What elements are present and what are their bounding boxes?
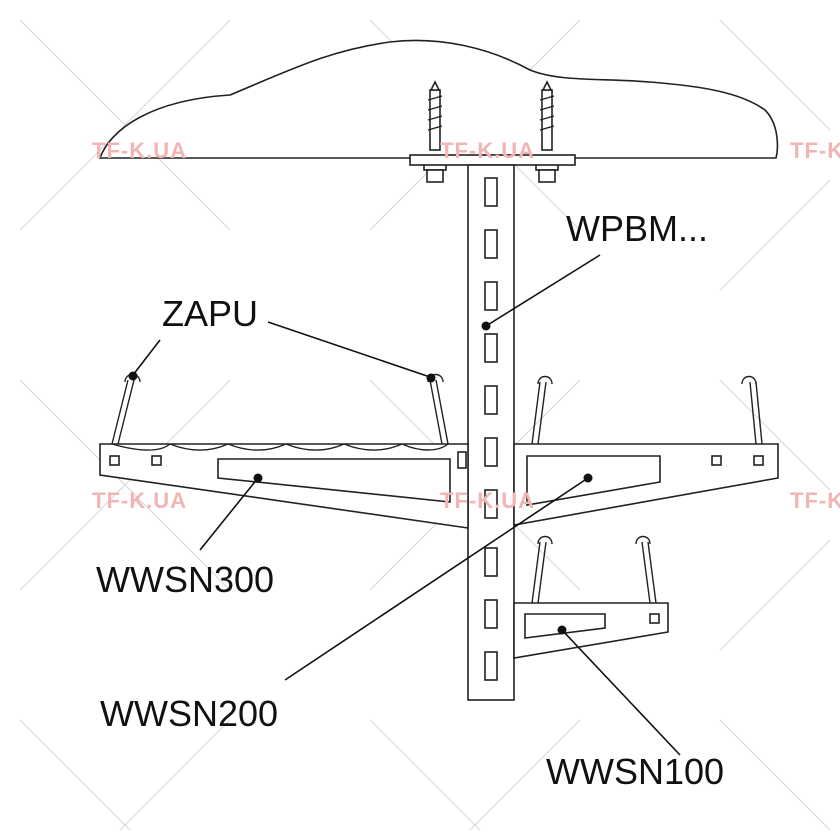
anchor-bolt-right <box>535 80 559 183</box>
leader-wpbm <box>481 254 601 331</box>
watermark-text: TF-K.UA <box>92 138 187 163</box>
cable-tray-right <box>531 375 763 445</box>
label-wpbm: WPBM... <box>566 208 708 249</box>
bracket-wwsn100 <box>513 602 669 659</box>
watermark-text: TF-K.UA <box>790 488 840 513</box>
watermarks: TF-K.UA TF-K.UA TF-K.UA TF-K.UA TF-K.UA … <box>92 138 840 513</box>
label-wwsn300: WWSN300 <box>96 559 274 600</box>
cable-tray-small <box>531 535 657 604</box>
watermark-text: TF-K.UA <box>440 138 535 163</box>
cable-tray-left <box>111 373 449 451</box>
leader-wwsn200 <box>284 473 593 681</box>
watermark-text: TF-K.UA <box>92 488 187 513</box>
watermark-text: TF-K.UA <box>790 138 840 163</box>
label-zapu: ZAPU <box>162 293 258 334</box>
leader-wwsn100 <box>557 625 681 756</box>
watermark-text: TF-K.UA <box>440 488 535 513</box>
label-wwsn100: WWSN100 <box>546 751 724 792</box>
bracket-wwsn200 <box>513 443 779 526</box>
anchor-bolt-left <box>423 80 447 183</box>
leader-wwsn300 <box>199 473 263 551</box>
bracket-wwsn300 <box>99 443 469 529</box>
label-wwsn200: WWSN200 <box>100 693 278 734</box>
leader-zapu <box>128 321 436 383</box>
vertical-profile-wpbm <box>467 164 515 701</box>
